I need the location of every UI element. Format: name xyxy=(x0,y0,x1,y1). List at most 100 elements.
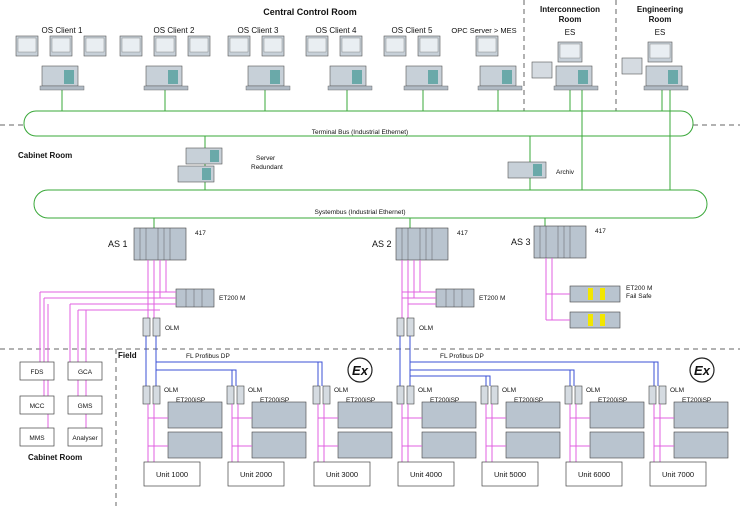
unit-4-et200isp: ET200iSP xyxy=(430,397,459,404)
os-client-1 xyxy=(15,35,107,91)
as-3-cpu: 417 xyxy=(595,228,606,235)
unit-5-et200isp: ET200iSP xyxy=(514,397,543,404)
terminal-bus-label: Terminal Bus (Industrial Ethernet) xyxy=(312,129,408,136)
as-2-rack xyxy=(395,227,449,261)
unit-7-olm: OLM xyxy=(670,387,684,394)
unit-1-label: Unit 1000 xyxy=(156,470,188,479)
server-redundant-label-1: Server xyxy=(256,155,276,162)
unit-7-label: Unit 7000 xyxy=(662,470,694,479)
server-redundant-label-2: Redundant xyxy=(251,164,283,171)
et200m-2 xyxy=(435,288,475,308)
unit-3000 xyxy=(312,385,393,487)
unit-2-label: Unit 2000 xyxy=(240,470,272,479)
gms-label: GMS xyxy=(78,403,93,410)
gca-box xyxy=(67,361,103,381)
zone-label-interconnection-1: Interconnection xyxy=(540,5,600,14)
es-interconnection-label: ES xyxy=(565,28,576,37)
unit-3-label: Unit 3000 xyxy=(326,470,358,479)
es-engineering-label: ES xyxy=(655,28,666,37)
zone-label-interconnection-2: Room xyxy=(559,15,582,24)
zone-label-central: Central Control Room xyxy=(263,7,357,17)
os-client-2-label: OS Client 2 xyxy=(154,26,195,35)
olm-label-1: OLM xyxy=(165,325,179,332)
unit-3-et200isp: ET200iSP xyxy=(346,397,375,404)
unit-4-olm: OLM xyxy=(418,387,432,394)
mms-box xyxy=(19,427,55,447)
field-wiring xyxy=(39,258,570,430)
as-1-label: AS 1 xyxy=(108,239,128,249)
unit-6-et200isp: ET200iSP xyxy=(598,397,627,404)
as-1-cpu: 417 xyxy=(195,230,206,237)
server-redundant xyxy=(177,147,223,183)
system-bus xyxy=(33,189,708,219)
unit-5000 xyxy=(480,385,561,487)
et200m-1-label: ET200 M xyxy=(219,295,245,302)
os-client-1-label: OS Client 1 xyxy=(42,26,83,35)
field-units xyxy=(142,385,729,487)
svg-text:Ex: Ex xyxy=(352,363,369,378)
client-bus-connectors xyxy=(61,90,671,230)
server-archive xyxy=(507,161,547,179)
unit-5-olm: OLM xyxy=(502,387,516,394)
os-client-5-label: OS Client 5 xyxy=(392,26,433,35)
system-bus-label: Systembus (Industrial Ethernet) xyxy=(314,209,405,216)
unit-2-olm: OLM xyxy=(248,387,262,394)
unit-6000 xyxy=(564,385,645,487)
olm-cabinet xyxy=(142,317,415,337)
et200m-failsafe-label-1: ET200 M xyxy=(626,285,652,292)
os-client-2 xyxy=(119,35,211,91)
es-interconnection xyxy=(531,41,599,91)
unit-labels: Unit 1000 Unit 2000 Unit 3000 Unit 4000 … xyxy=(156,470,694,479)
profibus-label-1: FL Profibus DP xyxy=(186,353,230,360)
server-archive-label: Archiv xyxy=(556,169,575,176)
zone-label-engineering-2: Room xyxy=(649,15,672,24)
gms-box xyxy=(67,395,103,415)
zone-label-cabinet-top: Cabinet Room xyxy=(18,151,72,160)
analyser-box xyxy=(67,427,103,447)
et200m-1 xyxy=(175,288,215,308)
mcc-label: MCC xyxy=(30,403,45,410)
os-client-3-label: OS Client 3 xyxy=(238,26,279,35)
unit-3-olm: OLM xyxy=(334,387,348,394)
as-2-label: AS 2 xyxy=(372,239,392,249)
fds-label: FDS xyxy=(31,369,45,376)
field-labels: OLM ET200iSP OLM ET200iSP OLM ET200iSP O… xyxy=(164,387,711,404)
svg-text:Ex: Ex xyxy=(694,363,711,378)
ex-icon: Ex xyxy=(347,357,373,383)
unit-7000 xyxy=(648,385,729,487)
unit-1-olm: OLM xyxy=(164,387,178,394)
unit-1000 xyxy=(142,385,223,487)
es-engineering xyxy=(621,41,689,91)
et200m-failsafe-label-2: Fail Safe xyxy=(626,293,652,300)
analyser-label: Analyser xyxy=(72,435,98,442)
ex-icon: Ex xyxy=(689,357,715,383)
mms-label: MMS xyxy=(29,435,45,442)
opc-server-label: OPC Server > MES xyxy=(451,26,516,35)
unit-5-label: Unit 5000 xyxy=(494,470,526,479)
zone-label-field: Field xyxy=(118,351,137,360)
os-client-4 xyxy=(305,35,373,91)
profibus-label-2: FL Profibus DP xyxy=(440,353,484,360)
os-client-3 xyxy=(227,35,291,91)
as-1-rack xyxy=(133,227,187,261)
et200m-2-label: ET200 M xyxy=(479,295,505,302)
unit-6-label: Unit 6000 xyxy=(578,470,610,479)
unit-2-et200isp: ET200iSP xyxy=(260,397,289,404)
side-boxes xyxy=(19,361,103,447)
unit-1-et200isp: ET200iSP xyxy=(176,397,205,404)
zone-label-cabinet-bottom: Cabinet Room xyxy=(28,453,82,462)
opc-server xyxy=(475,35,523,91)
as-3-label: AS 3 xyxy=(511,237,531,247)
unit-4000 xyxy=(396,385,477,487)
zone-label-engineering-1: Engineering xyxy=(637,5,683,14)
unit-2000 xyxy=(226,385,307,487)
printer-icon xyxy=(531,61,553,79)
mcc-box xyxy=(19,395,55,415)
et200m-failsafe xyxy=(569,285,621,329)
as-2-cpu: 417 xyxy=(457,230,468,237)
unit-6-olm: OLM xyxy=(586,387,600,394)
olm-label-2: OLM xyxy=(419,325,433,332)
as-3-rack xyxy=(533,225,587,259)
